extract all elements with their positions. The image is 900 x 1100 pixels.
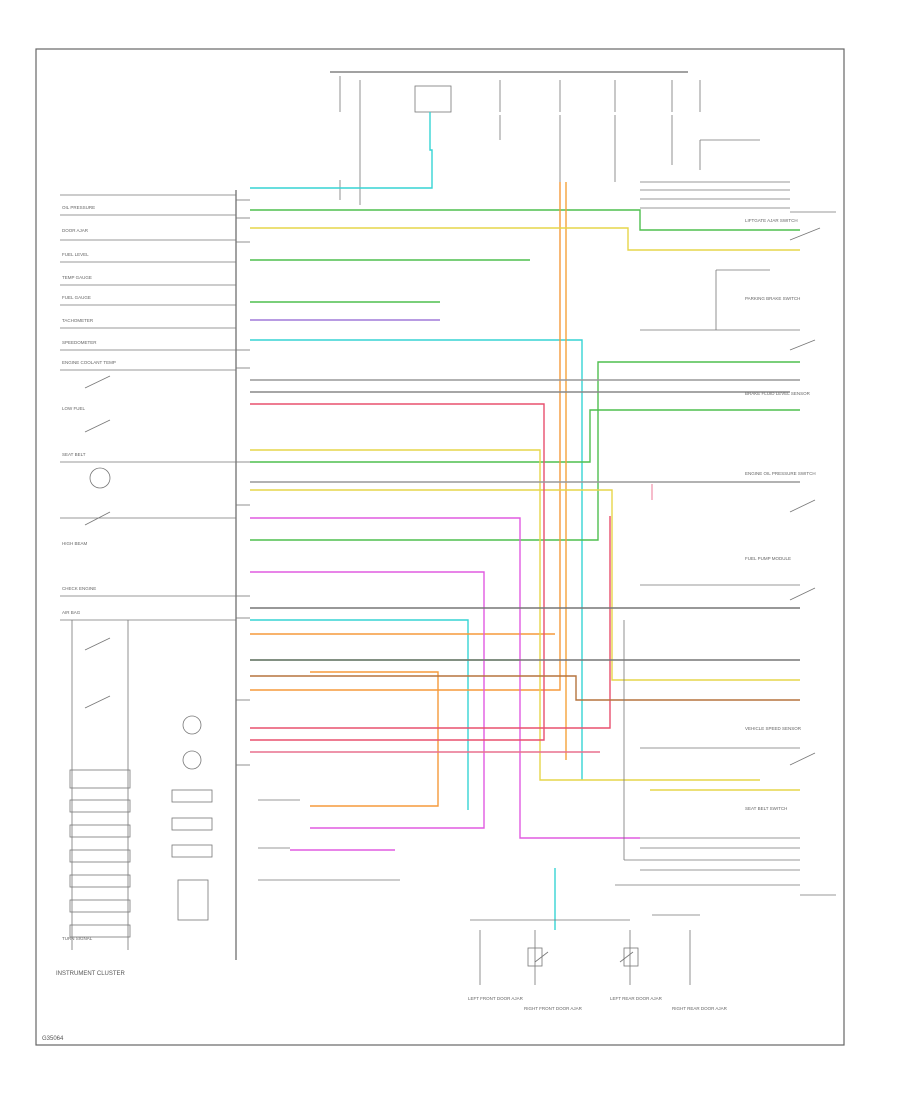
cluster-pins [236,199,250,766]
diagram-frame [35,48,845,1046]
label-lf-door: LEFT FRONT DOOR AJAR [468,996,524,1001]
label-turn-signal: TURN SIGNAL [62,936,93,941]
label-liftgate-ajar: LIFTGATE AJAR SWITCH [745,218,798,223]
right-components [623,227,836,896]
label-lr-door: LEFT REAR DOOR AJAR [610,996,663,1001]
label-check-engine: CHECK ENGINE [62,586,96,591]
instrument-cluster [60,190,250,960]
label-high-beam: HIGH BEAM [62,541,88,546]
label-oil-pressure: OIL PRESSURE [62,205,95,210]
label-seat-belt-switch: SEAT BELT SWITCH [745,806,787,811]
label-low-fuel: LOW FUEL [62,406,86,411]
label-temp-gauge: TEMP GAUGE [62,275,92,280]
label-seat-belt: SEAT BELT [62,452,86,457]
label-engine-coolant: ENGINE COOLANT TEMP [62,360,116,365]
label-oil-pressure-switch: ENGINE OIL PRESSURE SWITCH [745,471,816,476]
label-air-bag: AIR BAG [62,610,81,615]
label-fuel-gauge: FUEL GAUGE [62,295,91,300]
label-fuel-pump: FUEL PUMP MODULE [745,556,791,561]
right-labels: LIFTGATE AJAR SWITCH PARKING BRAKE SWITC… [745,218,816,811]
label-door-ajar: DOOR AJAR [62,228,89,233]
left-labels: OIL PRESSURE DOOR AJAR FUEL LEVEL TEMP G… [62,205,116,941]
bottom-labels: LEFT FRONT DOOR AJAR RIGHT FRONT DOOR AJ… [468,996,728,1011]
label-vehicle-speed: VEHICLE SPEED SENSOR [745,726,802,731]
top-fuse-blocks [330,71,836,213]
instrument-cluster-title: INSTRUMENT CLUSTER [56,971,126,977]
page-footer: G35064 [42,1036,64,1042]
label-rr-door: RIGHT REAR DOOR AJAR [672,1006,728,1011]
label-parking-brake: PARKING BRAKE SWITCH [745,296,800,301]
wire-harness [250,112,800,930]
bottom-switches [470,884,800,985]
label-rf-door: RIGHT FRONT DOOR AJAR [524,1006,583,1011]
label-tachometer: TACHOMETER [62,318,94,323]
bottom-connector [258,799,400,881]
label-brake-fluid: BRAKE FLUID LEVEL SENSOR [745,391,811,396]
label-speedometer: SPEEDOMETER [62,340,97,345]
label-fuel-level: FUEL LEVEL [62,252,89,257]
